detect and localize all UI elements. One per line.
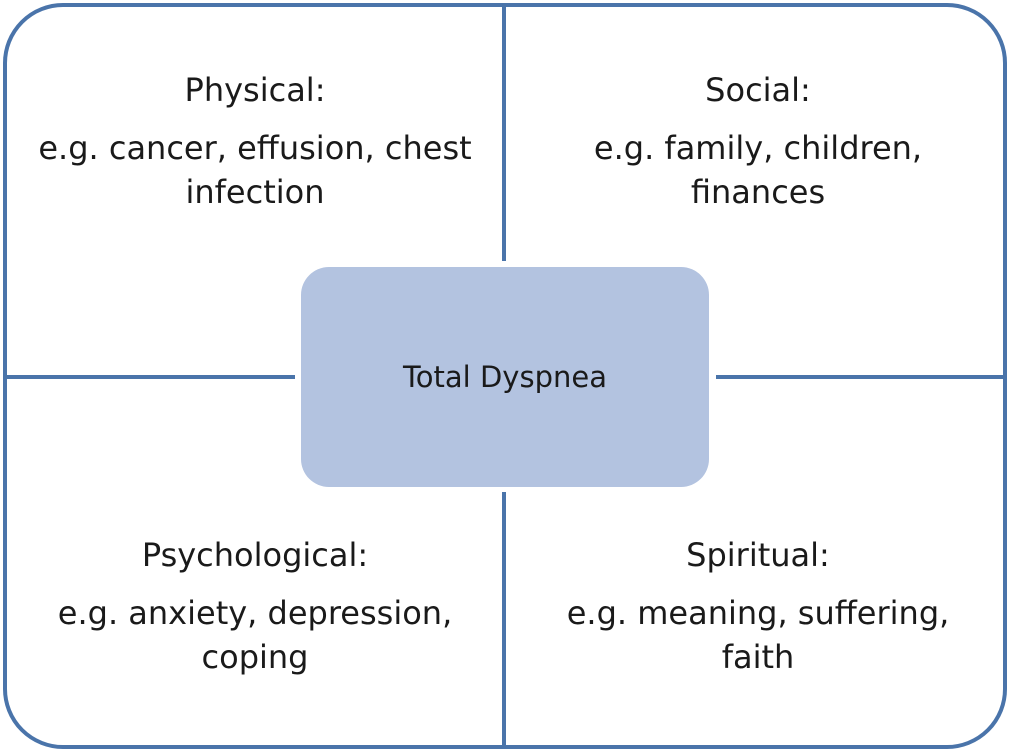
divider-vertical-top <box>502 3 506 261</box>
quadrant-psychological-title: Psychological: <box>141 536 369 574</box>
quadrant-physical: Physical: e.g. cancer, effusion, chest i… <box>25 68 485 214</box>
quadrant-spiritual-title: Spiritual: <box>686 536 830 574</box>
quadrant-social-examples: e.g. family, children, finances <box>593 129 923 211</box>
center-box-total-dyspnea: Total Dyspnea <box>301 267 709 487</box>
divider-horizontal-left <box>3 375 295 379</box>
quadrant-psychological-examples: e.g. anxiety, depression, coping <box>57 594 453 676</box>
divider-vertical-bottom <box>502 492 506 749</box>
divider-horizontal-right <box>716 375 1007 379</box>
quadrant-spiritual-examples: e.g. meaning, suffering, faith <box>566 594 950 676</box>
quadrant-social: Social: e.g. family, children, finances <box>528 68 988 214</box>
quadrant-physical-title: Physical: <box>184 71 326 109</box>
quadrant-physical-examples: e.g. cancer, effusion, chest infection <box>38 129 472 211</box>
center-label: Total Dyspnea <box>403 360 607 394</box>
quadrant-social-title: Social: <box>705 71 811 109</box>
quadrant-spiritual: Spiritual: e.g. meaning, suffering, fait… <box>528 533 988 679</box>
quadrant-psychological: Psychological: e.g. anxiety, depression,… <box>25 533 485 679</box>
